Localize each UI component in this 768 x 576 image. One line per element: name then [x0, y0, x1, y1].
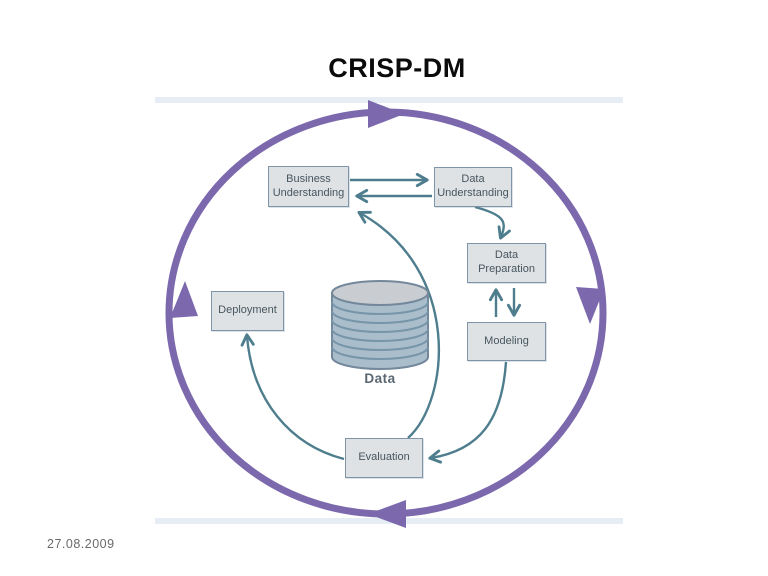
arrow-evaluation-to-business-understanding [357, 210, 441, 439]
cycle-arrowhead-bottom-icon [368, 500, 406, 528]
node-modeling: Modeling [467, 322, 546, 361]
page-title: CRISP-DM [0, 53, 768, 84]
arrow-data-understanding-to-preparation [474, 205, 511, 240]
diagram-top-band [155, 97, 623, 103]
node-data-preparation: Data Preparation [467, 243, 546, 283]
cylinder-stripe [331, 319, 429, 333]
slide-date: 27.08.2009 [47, 537, 115, 551]
page-title-text: CRISP-DM [328, 53, 466, 83]
cylinder-stripe [331, 346, 429, 360]
arrow-evaluation-to-deployment [240, 333, 345, 461]
data-cylinder-icon [331, 280, 429, 370]
cycle-arrowhead-top-icon [368, 100, 404, 128]
node-data-understanding: Data Understanding [434, 167, 512, 207]
data-cylinder-top [331, 280, 429, 306]
node-deployment: Deployment [211, 291, 284, 331]
diagram-graphics [165, 100, 607, 528]
cylinder-stripe [331, 301, 429, 315]
arrow-modeling-to-evaluation [428, 361, 508, 464]
cycle-arrowhead-right-icon [576, 287, 604, 324]
cylinder-stripe [331, 337, 429, 351]
data-store-label: Data [364, 371, 396, 386]
cycle-arrowhead-left-icon [170, 281, 198, 318]
crisp-dm-diagram: Business Understanding Data Understandin… [155, 97, 623, 528]
node-business-understanding: Business Understanding [268, 166, 349, 207]
cylinder-stripe [331, 328, 429, 342]
cylinder-stripe [331, 310, 429, 324]
node-evaluation: Evaluation [345, 438, 423, 478]
